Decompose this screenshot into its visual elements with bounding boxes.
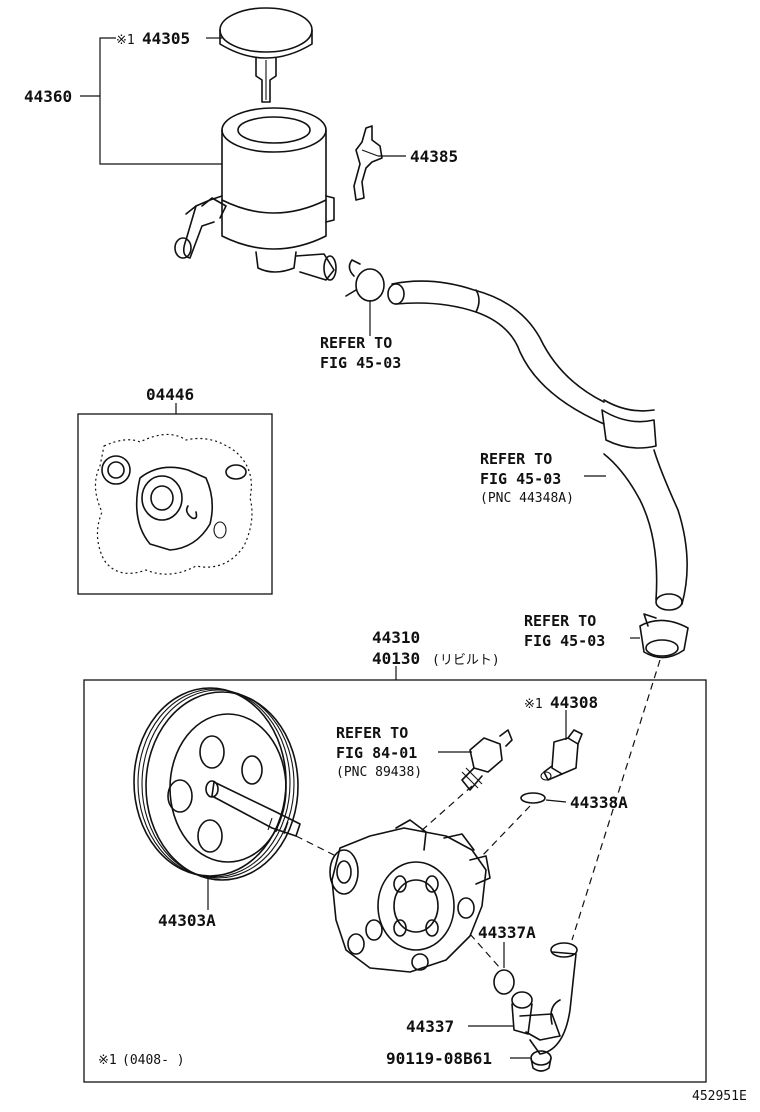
o-ring-44338a[interactable] [520, 792, 546, 804]
label-44337[interactable]: 44337 [406, 1017, 454, 1036]
assembly-line-oring-lower [469, 933, 501, 969]
label-44305[interactable]: 44305 [142, 29, 190, 48]
label-44303a[interactable]: 44303A [158, 911, 216, 930]
leader-44338a [545, 799, 567, 803]
ref3-line1: REFER TO [524, 612, 596, 630]
ref4-line3: (PNC 89438) [336, 765, 422, 780]
footnote-mark: ※1 [98, 1053, 117, 1068]
assembly-line-oring [481, 805, 531, 857]
o-ring-44337a[interactable] [493, 969, 515, 995]
label-04446[interactable]: 04446 [146, 385, 194, 404]
label-44310[interactable]: 44310 [372, 628, 420, 647]
ref2-line1: REFER TO [480, 450, 552, 468]
label-44385[interactable]: 44385 [410, 147, 458, 166]
note-mark-44305: ※1 [116, 33, 135, 48]
label-40130-note: (リビルト) [432, 653, 500, 668]
suction-union[interactable] [511, 942, 578, 1055]
pump-body[interactable] [329, 819, 491, 973]
pressure-switch[interactable] [461, 729, 513, 791]
reservoir-tank[interactable] [174, 107, 337, 281]
ref2-line3: (PNC 44348A) [480, 491, 574, 506]
return-hose-lower[interactable] [603, 449, 688, 611]
assembly-line-hose [571, 659, 661, 941]
footnote-text: (0408- ) [122, 1053, 185, 1068]
leader-44360 [80, 95, 222, 165]
hose-clamp-middle[interactable] [601, 399, 657, 449]
label-44337a[interactable]: 44337A [478, 923, 536, 942]
label-90119[interactable]: 90119-08B61 [386, 1049, 492, 1068]
note-mark-44308: ※1 [524, 697, 543, 712]
reservoir-cap[interactable] [219, 7, 313, 103]
ref2-line2[interactable]: FIG 45-03 [480, 470, 561, 488]
illustration-id: 452951E [692, 1089, 747, 1104]
sensor-44308[interactable] [540, 729, 583, 781]
gasket-kit[interactable] [94, 433, 253, 575]
assembly-line-pulley [295, 835, 337, 857]
ref3-line2[interactable]: FIG 45-03 [524, 632, 605, 650]
reservoir-bracket[interactable] [353, 125, 383, 201]
label-44308[interactable]: 44308 [550, 693, 598, 712]
label-40130[interactable]: 40130 [372, 649, 420, 668]
ref4-line1: REFER TO [336, 724, 408, 742]
ref1-line2[interactable]: FIG 45-03 [320, 354, 401, 372]
union-bolt[interactable] [530, 1050, 552, 1072]
return-hose-upper[interactable] [387, 280, 605, 425]
ref4-line2[interactable]: FIG 84-01 [336, 744, 417, 762]
ref1-line1: REFER TO [320, 334, 392, 352]
hose-clamp-lower[interactable] [639, 613, 689, 659]
leader-44360-top [99, 37, 116, 96]
assembly-line-sensor [419, 785, 473, 833]
label-44360[interactable]: 44360 [24, 87, 72, 106]
label-44338a[interactable]: 44338A [570, 793, 628, 812]
gasket-kit-frame [77, 413, 273, 595]
pump-assembly-frame [83, 679, 707, 1083]
pump-pulley[interactable] [133, 687, 301, 881]
hose-clamp-upper[interactable] [345, 259, 385, 302]
